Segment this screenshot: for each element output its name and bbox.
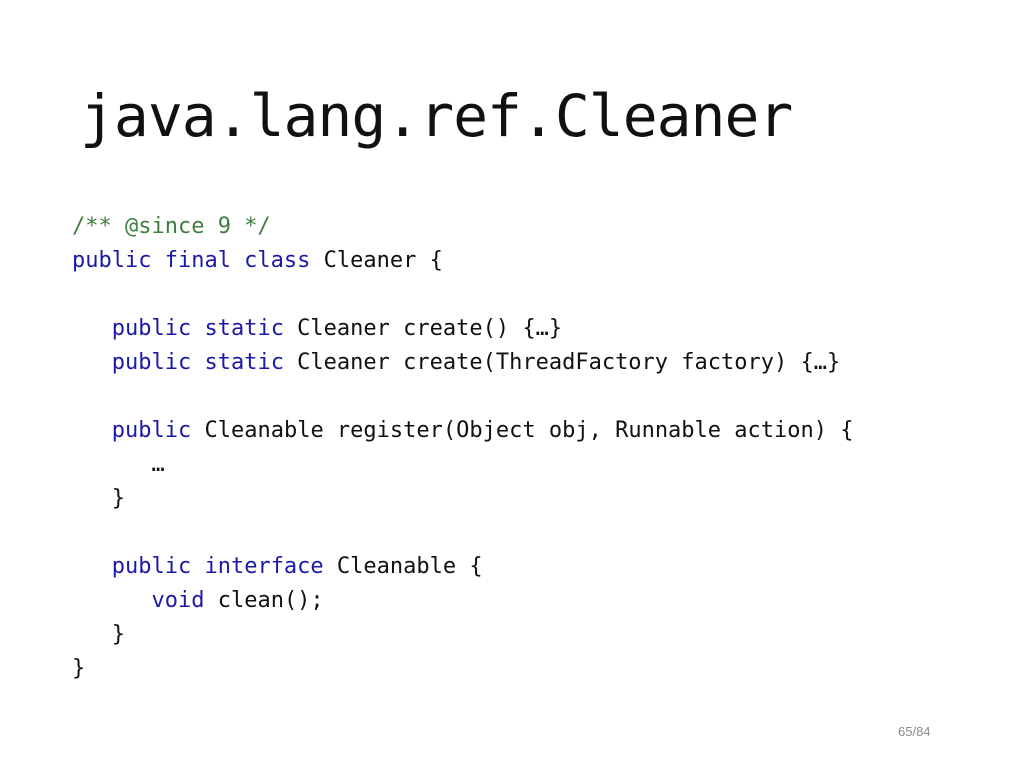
code-text: …	[72, 452, 165, 477]
code-keyword: public final class	[72, 248, 311, 273]
code-line	[72, 380, 854, 414]
code-text: Cleaner {	[310, 248, 443, 273]
code-text	[72, 350, 112, 375]
code-text	[72, 554, 112, 579]
code-text: }	[72, 622, 125, 647]
code-line	[72, 516, 854, 550]
code-text: Cleaner create() {…}	[283, 316, 563, 341]
code-text	[72, 316, 112, 341]
code-line: }	[72, 482, 854, 516]
code-text: Cleanable register(Object obj, Runnable …	[191, 418, 854, 443]
code-text	[72, 588, 151, 613]
code-line: }	[72, 618, 854, 652]
code-text: }	[72, 656, 86, 681]
code-keyword: public static	[111, 316, 284, 341]
code-keyword: public	[111, 418, 192, 443]
code-keyword: void	[151, 588, 205, 613]
code-line	[72, 278, 854, 312]
code-text: Cleanable {	[323, 554, 483, 579]
code-keyword: public interface	[111, 554, 324, 579]
code-text: }	[72, 486, 125, 511]
code-line: /** @since 9 */	[72, 210, 854, 244]
code-line: …	[72, 448, 854, 482]
code-text: Cleaner create(ThreadFactory factory) {……	[283, 350, 841, 375]
code-block: /** @since 9 */ public final class Cleane…	[72, 210, 854, 686]
code-text: clean();	[204, 588, 324, 613]
code-keyword: public static	[111, 350, 284, 375]
code-line: public static Cleaner create() {…}	[72, 312, 854, 346]
code-line: public interface Cleanable {	[72, 550, 854, 584]
code-line: void clean();	[72, 584, 854, 618]
slide-title: java.lang.ref.Cleaner	[80, 82, 793, 150]
code-line: public static Cleaner create(ThreadFacto…	[72, 346, 854, 380]
code-line: }	[72, 652, 854, 686]
code-comment: /** @since 9 */	[72, 214, 271, 239]
code-line: public Cleanable register(Object obj, Ru…	[72, 414, 854, 448]
page-number: 65/84	[898, 724, 931, 739]
code-line: public final class Cleaner {	[72, 244, 854, 278]
code-text	[72, 418, 112, 443]
